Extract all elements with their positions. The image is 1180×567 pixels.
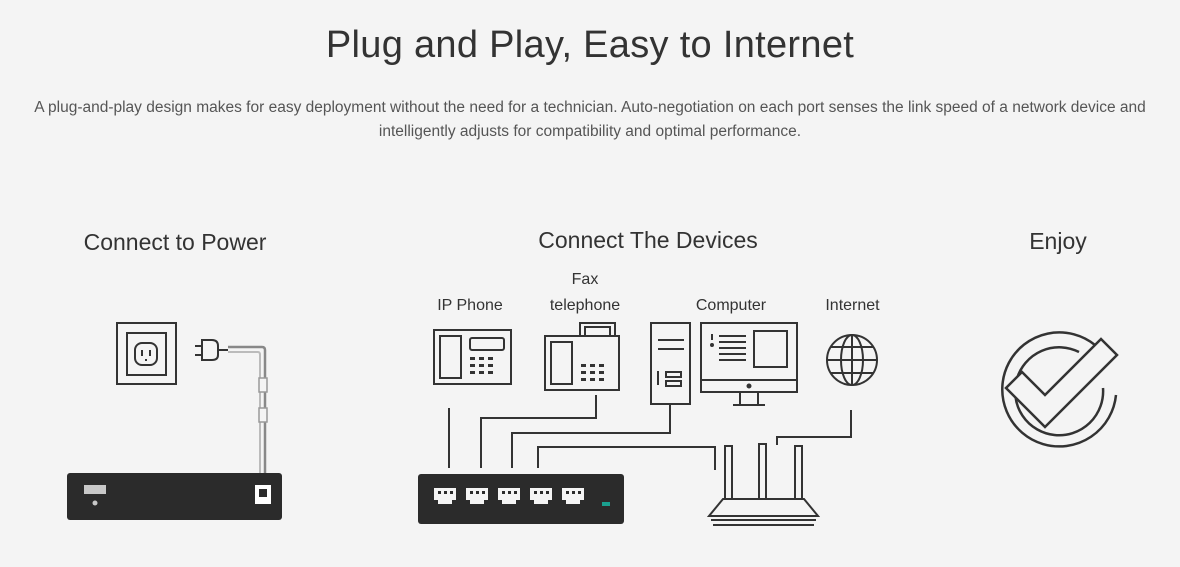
connection-lines [448,395,852,470]
step-enjoy-title: Enjoy [1029,228,1087,254]
power-outlet-icon [116,322,177,385]
power-plug-icon [195,339,228,361]
checkmark-circle-icon [1001,331,1119,448]
switch-device-icon [67,473,282,520]
page-title: Plug and Play, Easy to Internet [325,24,855,66]
globe-icon [826,334,878,386]
power-cable [228,345,267,474]
ip-phone-icon [433,329,512,385]
router-icon [706,443,821,526]
computer-icon [650,322,798,406]
switch-5-port-icon [418,474,624,524]
fax-telephone-icon [544,322,620,391]
status-led [602,502,610,506]
ip-phone-label: IP Phone [437,297,503,314]
page-description: A plug-and-play design makes for easy de… [34,99,1146,140]
computer-label: Computer [695,297,767,314]
internet-label: Internet [825,297,880,314]
fax-label-line2: telephone [549,297,621,314]
step-connect-devices-title: Connect The Devices [538,227,758,253]
fax-label-line1: Fax [571,271,599,288]
step-connect-power-title: Connect to Power [83,229,267,255]
